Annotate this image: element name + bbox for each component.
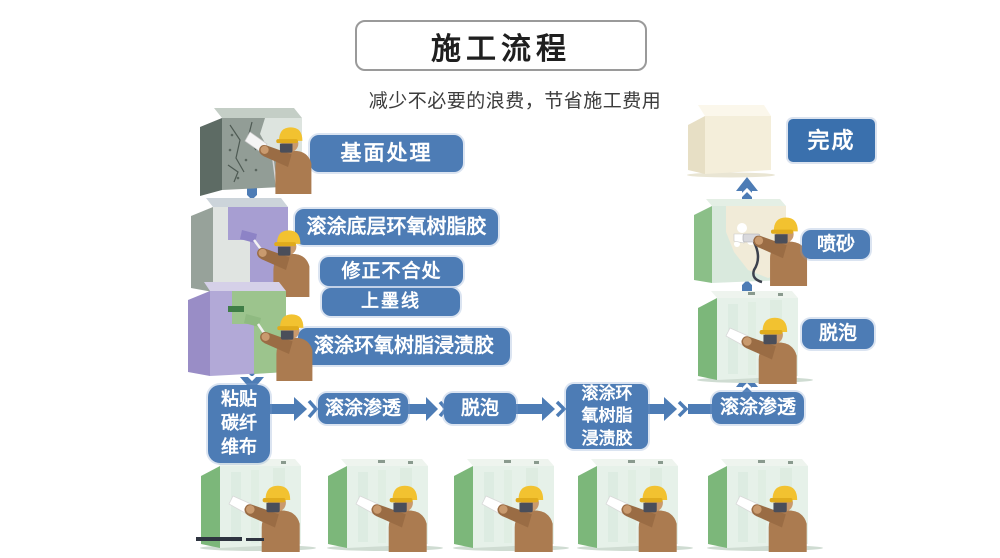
green-roller-illustration [188, 282, 313, 381]
arrow-down-1 [240, 183, 264, 213]
surface-chiseling-illustration [200, 108, 312, 196]
step-roll-epoxy-impreg-2: 滚涂环 氧树脂 浸渍胶 [566, 384, 648, 449]
step-complete: 完成 [788, 119, 875, 162]
step-defoam-2: 脱泡 [802, 319, 874, 349]
step-roll-penetrate-1: 滚涂渗透 [318, 393, 408, 424]
step-roll-epoxy-impreg: 滚涂环氧树脂浸渍胶 [298, 328, 510, 365]
step-roll-penetrate-2: 滚涂渗透 [712, 392, 804, 424]
arrow-right-4 [648, 397, 712, 421]
worker-pressing-illustration-3 [453, 459, 569, 556]
worker-pressing-illustration-2 [327, 459, 443, 556]
step-sandblast: 喷砂 [802, 230, 870, 259]
arrow-right-2 [408, 397, 449, 421]
arrow-up-3 [736, 177, 758, 207]
title-box: 施工流程 [355, 20, 647, 71]
step-ink-line: 上墨线 [322, 288, 460, 316]
page-subtitle: 减少不必要的浪费，节省施工费用 [368, 91, 662, 112]
purple-roller-illustration [191, 198, 310, 297]
page-title: 施工流程 [431, 32, 571, 66]
arrow-right-3 [516, 397, 567, 421]
worker-pressing-illustration-5 [707, 459, 823, 556]
step-defoam-1: 脱泡 [444, 393, 516, 424]
defoam-worker-illustration [697, 291, 813, 388]
worker-pressing-illustration-1 [200, 459, 316, 556]
finished-block-illustration [687, 105, 775, 178]
step-fix-mismatch: 修正不合处 [320, 257, 463, 286]
step-roll-base-epoxy: 滚涂底层环氧树脂胶 [295, 209, 498, 245]
sandblast-worker-illustration [694, 199, 808, 286]
worker-pressing-illustration-4 [577, 459, 693, 556]
step-base-treatment: 基面处理 [310, 135, 463, 172]
carbon-fiber-sheet-strips [196, 537, 264, 541]
step-paste-carbon-fiber: 粘贴 碳纤 维布 [208, 385, 270, 463]
arrow-down-2 [240, 248, 264, 282]
arrow-up-2 [736, 265, 758, 293]
arrow-right-1 [270, 397, 319, 421]
